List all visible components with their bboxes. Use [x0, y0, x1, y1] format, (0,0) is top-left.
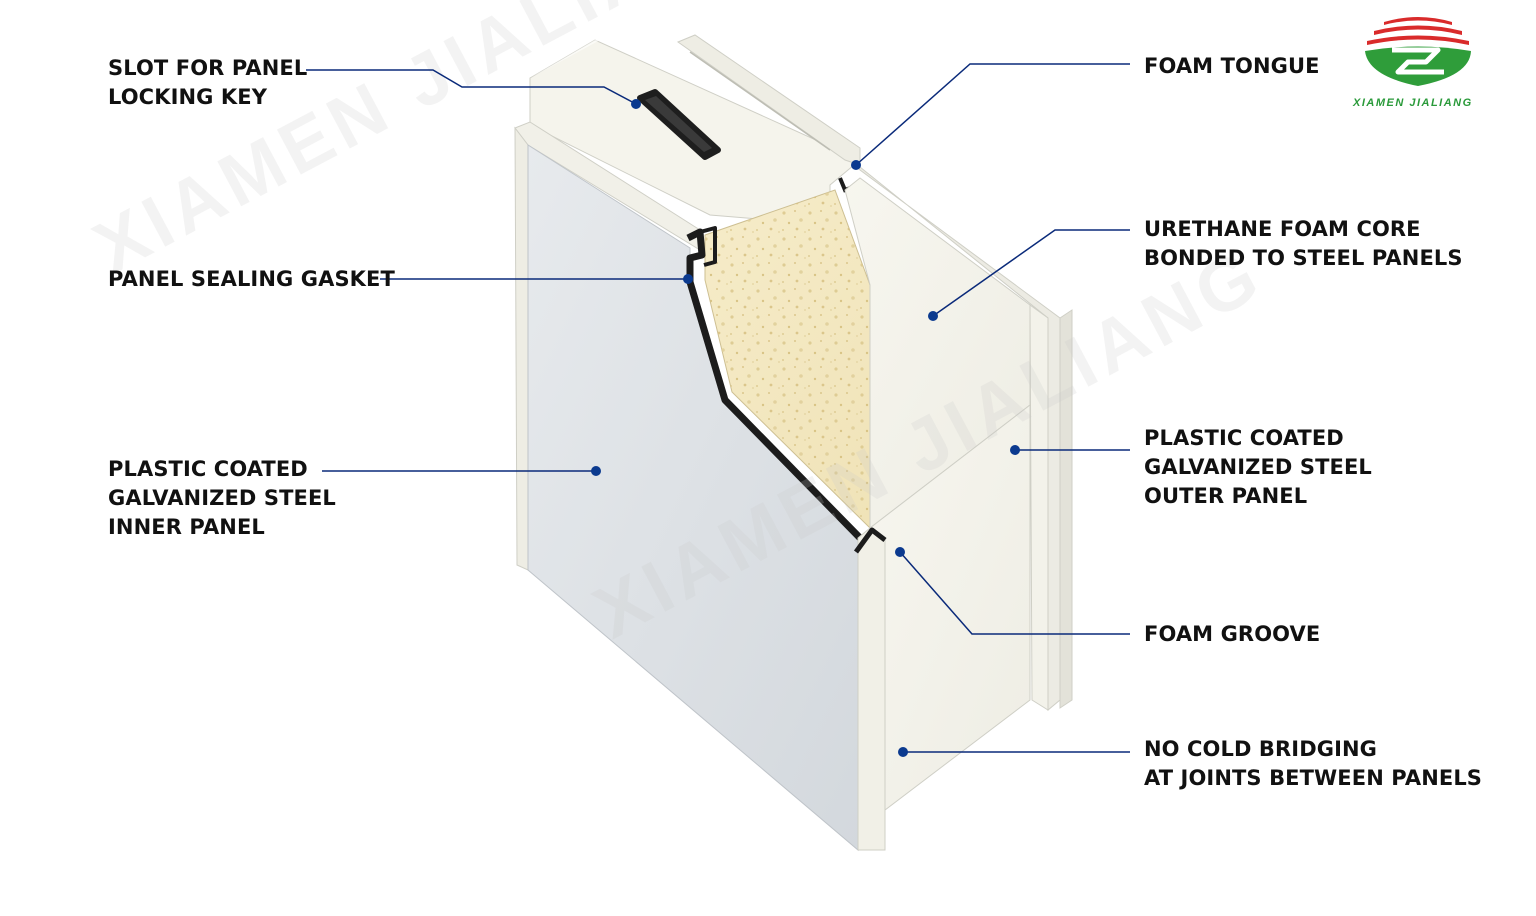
- locking-key-slot: [637, 89, 721, 160]
- dot-bridging: [898, 747, 908, 757]
- dot-tongue: [851, 160, 861, 170]
- label-inner-panel: PLASTIC COATED GALVANIZED STEEL INNER PA…: [108, 457, 336, 539]
- dot-inner-panel: [591, 466, 601, 476]
- brand-name: XIAMEN JIALIANG: [1353, 97, 1473, 109]
- dot-gasket: [683, 274, 693, 284]
- label-slot: SLOT FOR PANEL LOCKING KEY: [108, 56, 308, 109]
- leader-slot: [306, 69, 637, 105]
- dot-core: [928, 311, 938, 321]
- brand-logo-icon: [1365, 17, 1471, 86]
- leader-groove: [899, 551, 1130, 635]
- dot-slot: [631, 99, 641, 109]
- dot-outer-panel: [1010, 445, 1020, 455]
- leader-core: [932, 229, 1130, 317]
- label-groove: FOAM GROOVE: [1144, 622, 1321, 646]
- leader-tongue: [855, 63, 1130, 166]
- foam-groove-lip: [853, 527, 887, 851]
- label-core: URETHANE FOAM CORE BONDED TO STEEL PANEL…: [1144, 217, 1463, 270]
- outer-edge-strips: [844, 154, 1073, 712]
- inner-edge-strip: [514, 121, 701, 571]
- label-outer-panel: PLASTIC COATED GALVANIZED STEEL OUTER PA…: [1144, 426, 1372, 508]
- label-bridging: NO COLD BRIDGING AT JOINTS BETWEEN PANEL…: [1144, 737, 1483, 790]
- dot-groove: [895, 547, 905, 557]
- label-gasket: PANEL SEALING GASKET: [108, 267, 395, 291]
- label-tongue: FOAM TONGUE: [1144, 54, 1320, 78]
